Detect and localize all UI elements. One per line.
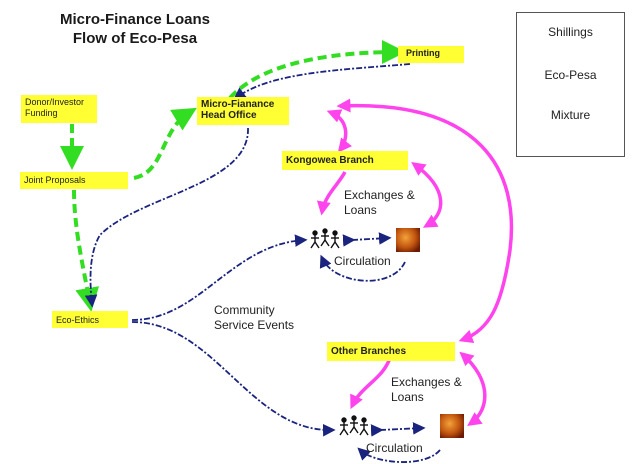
business-icon-top (396, 228, 420, 252)
exchanges-loans-bottom-label: Exchanges & Loans (391, 375, 462, 404)
kongowea-to-people-arrow (316, 171, 347, 216)
other-to-people-arrow (350, 357, 392, 410)
head-to-other-branches-arrow (336, 98, 514, 344)
head-office-box: Micro-Fianance Head Office (197, 97, 289, 125)
kongowea-to-biz-arrow (411, 161, 443, 228)
circulation-top-label: Circulation (334, 254, 391, 268)
ethics-to-circle-bottom-arrow (131, 321, 336, 437)
title-line-2: Flow of Eco-Pesa (72, 30, 198, 47)
printing-to-head-arrow (233, 63, 411, 101)
joint-to-head-arrow (133, 107, 197, 180)
legend-shillings-label: Shillings (548, 25, 593, 39)
other-branches-box: Other Branches (327, 342, 455, 361)
legend-eco-pesa-label: Eco-Pesa (544, 68, 597, 82)
head-to-printing-arrow (228, 40, 406, 100)
printing-box: Printing (398, 46, 464, 63)
joint-to-ethics-arrow (72, 189, 100, 312)
kongowea-branch-box: Kongowea Branch (282, 151, 408, 170)
mixture-flows (316, 98, 514, 427)
ethics-to-circle-top-arrow (131, 234, 308, 321)
legend: Shillings Eco-Pesa Mixture (516, 12, 625, 157)
people-biz-exchange-bottom (370, 422, 426, 437)
title-line-1: Micro-Finance Loans (59, 11, 211, 28)
eco-ethics-box: Eco-Ethics (52, 311, 128, 328)
community-events-label: Community Service Events (214, 303, 295, 332)
people-biz-exchange-top (342, 232, 392, 247)
other-to-biz-arrow (459, 351, 487, 427)
circulation-bottom-label: Circulation (366, 441, 423, 455)
legend-mixture-label: Mixture (550, 108, 591, 122)
head-to-ethics-arrow (84, 127, 249, 308)
donor-investor-box: Donor/Investor Funding (21, 95, 97, 123)
people-icon-bottom (339, 415, 369, 436)
joint-proposals-box: Joint Proposals (20, 172, 128, 189)
people-icon-top (310, 228, 340, 249)
exchanges-loans-top-label: Exchanges & Loans (344, 188, 415, 217)
business-icon-bottom (440, 414, 464, 438)
head-to-kongowea-arrow (326, 109, 353, 153)
diagram-title: Micro-Finance Loans Flow of Eco-Pesa (30, 10, 240, 48)
